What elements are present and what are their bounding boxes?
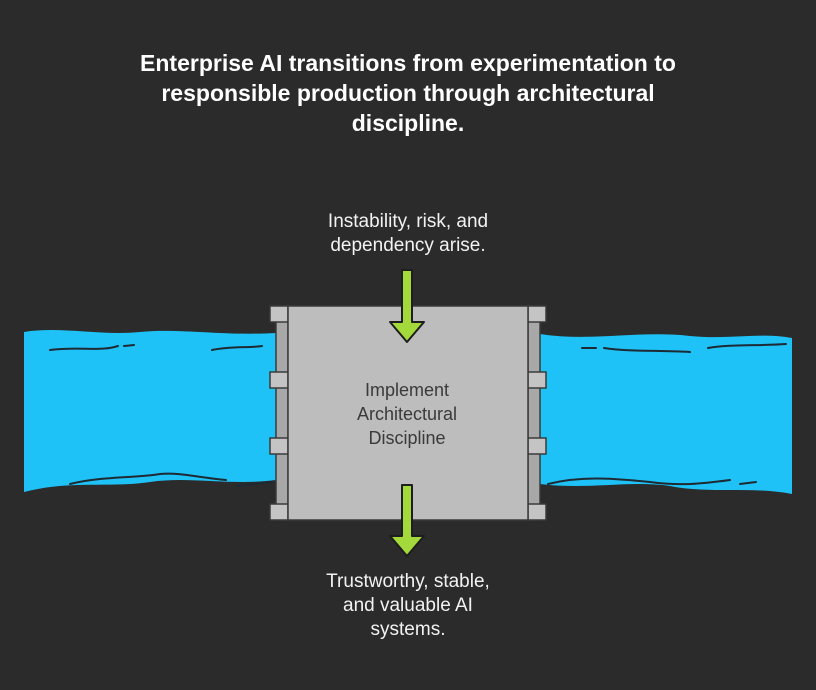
block-line-2: Architectural [288,402,526,426]
block-line-3: Discipline [288,426,526,450]
right-water [540,334,792,494]
block-line-1: Implement [288,378,526,402]
dam-block-label: Implement Architectural Discipline [288,378,526,450]
output-label: Trustworthy, stable, and valuable AI sys… [258,570,558,642]
output-label-line-3: systems. [258,618,558,642]
output-label-line-1: Trustworthy, stable, [258,570,558,594]
left-water [24,330,276,492]
output-label-line-2: and valuable AI [258,594,558,618]
